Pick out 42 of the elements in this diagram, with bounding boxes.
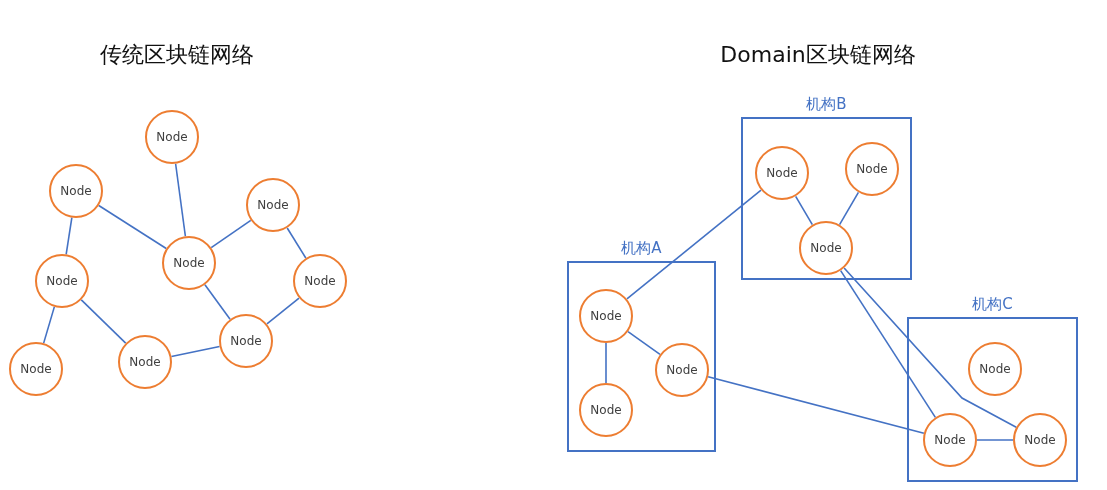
node-circle: Node <box>145 110 199 164</box>
connector-line <box>204 284 231 320</box>
group-heading: 机构B <box>805 95 848 114</box>
node-circle: Node <box>293 254 347 308</box>
connector-line <box>707 376 925 434</box>
connector-line <box>627 330 661 356</box>
node-circle: Node <box>845 142 899 196</box>
node-circle: Node <box>655 343 709 397</box>
node-circle: Node <box>246 178 300 232</box>
node-circle: Node <box>755 146 809 200</box>
network-label: 传统区块链网络 <box>100 41 254 69</box>
connector-line <box>80 299 127 344</box>
node-circle: Node <box>35 254 89 308</box>
node-circle: Node <box>579 383 633 437</box>
node-circle: Node <box>968 342 1022 396</box>
connector-line <box>839 269 937 419</box>
node-circle: Node <box>9 342 63 396</box>
connector-line <box>210 219 252 249</box>
node-circle: Node <box>799 221 853 275</box>
connector-line <box>170 345 221 358</box>
connector-line <box>843 267 1018 428</box>
group-heading: 机构A <box>620 239 663 258</box>
node-circle: Node <box>219 314 273 368</box>
connector-line <box>838 191 860 226</box>
connector-line <box>794 195 814 226</box>
connector-line <box>65 216 73 256</box>
connector-line <box>286 227 307 259</box>
node-circle: Node <box>579 289 633 343</box>
group-heading: 机构C <box>971 295 1014 314</box>
node-circle: Node <box>162 236 216 290</box>
node-circle: Node <box>923 413 977 467</box>
connector-line <box>42 306 56 344</box>
node-circle: Node <box>118 335 172 389</box>
node-circle: Node <box>49 164 103 218</box>
connector-line <box>626 189 762 300</box>
node-circle: Node <box>1013 413 1067 467</box>
connector-line <box>605 342 607 384</box>
network-label: Domain区块链网络 <box>720 41 916 69</box>
connector-line <box>976 439 1014 441</box>
connector-line <box>97 204 168 250</box>
connector-line <box>174 162 187 238</box>
connector-line <box>266 297 300 325</box>
